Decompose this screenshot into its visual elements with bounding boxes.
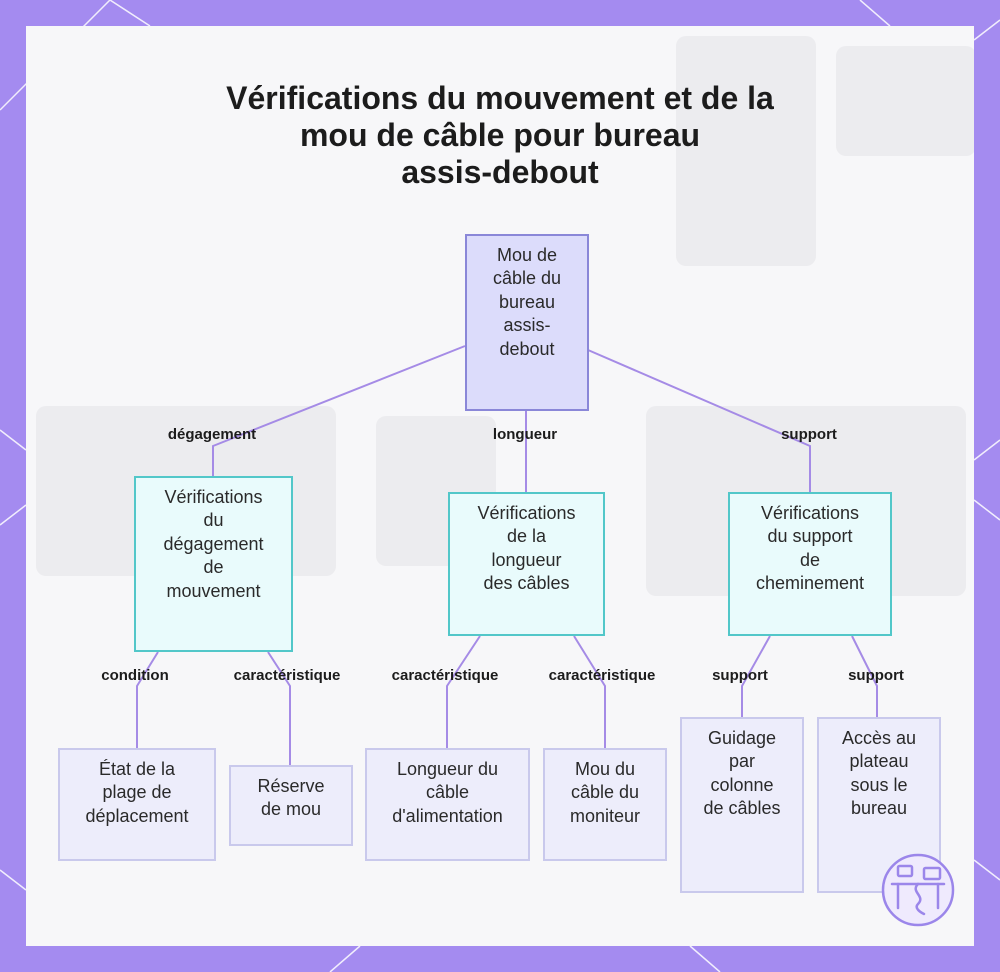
node-label: Longueur du câble d'alimentation bbox=[392, 759, 503, 826]
title-line: Vérifications du mouvement et de la bbox=[226, 80, 774, 116]
node-slack-reserve[interactable]: Réserve de mou bbox=[229, 765, 353, 846]
node-support-checks[interactable]: Vérifications du support de cheminement bbox=[728, 492, 892, 636]
edge-clearance-reserve bbox=[267, 651, 291, 765]
node-label: Vérifications du dégagement de mouvement bbox=[163, 487, 264, 601]
diagram-title: Vérifications du mouvement et de la mou … bbox=[150, 80, 850, 190]
edge-label-length-power: caractéristique bbox=[391, 667, 499, 684]
node-label: Réserve de mou bbox=[257, 776, 325, 820]
node-label: Mou de câble du bureau assis- debout bbox=[492, 245, 562, 359]
background-ghost-block bbox=[836, 46, 974, 156]
edge-clearance-travel bbox=[136, 651, 159, 748]
edge-label-root-clearance: dégagement bbox=[167, 426, 257, 443]
node-length-checks[interactable]: Vérifications de la longueur des câbles bbox=[448, 492, 605, 636]
node-clearance-checks[interactable]: Vérifications du dégagement de mouvement bbox=[134, 476, 293, 652]
node-power-cable-length[interactable]: Longueur du câble d'alimentation bbox=[365, 748, 530, 861]
edge-label-root-length: longueur bbox=[492, 426, 558, 443]
node-root-cable-slack[interactable]: Mou de câble du bureau assis- debout bbox=[465, 234, 589, 411]
edge-support-column bbox=[741, 635, 771, 717]
node-column-routing[interactable]: Guidage par colonne de câbles bbox=[680, 717, 804, 893]
edge-support-underdesk bbox=[851, 635, 878, 717]
edge-length-power bbox=[446, 635, 481, 748]
background-ghost-block bbox=[676, 36, 816, 266]
title-line: assis-debout bbox=[401, 153, 599, 190]
edge-root-clearance bbox=[212, 345, 466, 476]
edge-length-monitor bbox=[573, 635, 606, 748]
edge-label-length-monitor: caractéristique bbox=[548, 667, 656, 684]
title-line: mou de câble pour bureau bbox=[299, 116, 701, 153]
node-label: Mou du câble du moniteur bbox=[569, 759, 641, 826]
edge-label-root-support: support bbox=[781, 426, 837, 443]
edge-label-clearance-reserve: caractéristique bbox=[233, 667, 341, 684]
node-label: État de la plage de déplacement bbox=[85, 759, 189, 826]
node-travel-range[interactable]: État de la plage de déplacement bbox=[58, 748, 216, 861]
edge-label-clearance-travel: condition bbox=[101, 667, 169, 684]
desk-cable-logo-icon bbox=[881, 853, 955, 927]
node-label: Guidage par colonne de câbles bbox=[703, 728, 781, 819]
node-label: Vérifications du support de cheminement bbox=[755, 503, 865, 594]
node-label: Vérifications de la longueur des câbles bbox=[477, 503, 576, 594]
edge-label-support-underdesk: support bbox=[848, 667, 904, 684]
edge-root-support bbox=[587, 349, 811, 492]
edge-label-support-column: support bbox=[712, 667, 768, 684]
node-monitor-cable-slack[interactable]: Mou du câble du moniteur bbox=[543, 748, 667, 861]
node-label: Accès au plateau sous le bureau bbox=[841, 728, 917, 819]
